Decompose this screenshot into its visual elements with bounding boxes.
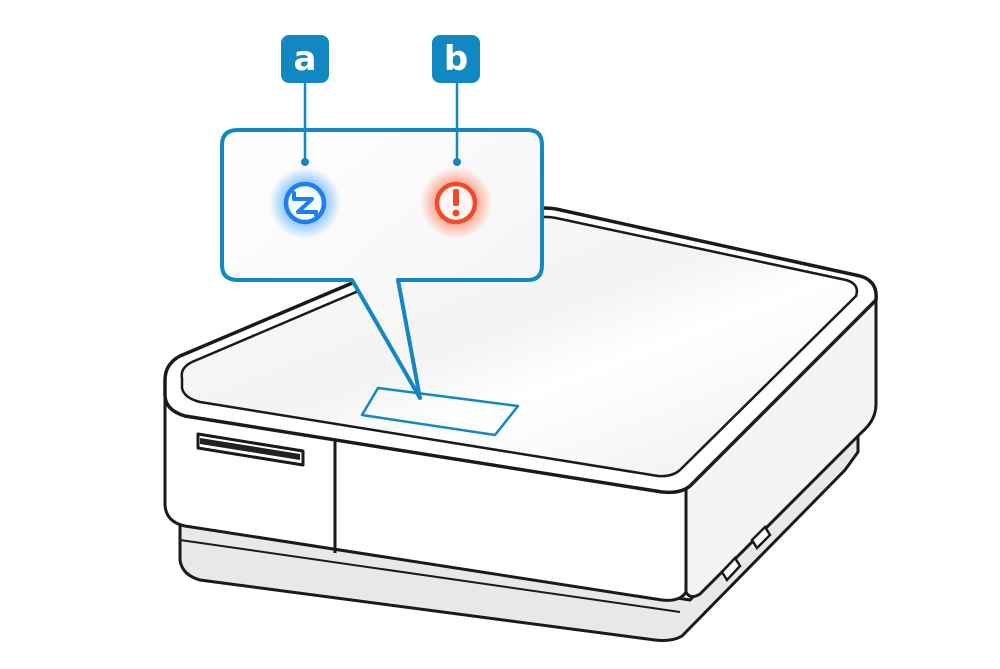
badge-b-label: b bbox=[444, 39, 468, 79]
badge-a bbox=[281, 35, 329, 83]
power-led-icon bbox=[283, 181, 327, 225]
badge-b bbox=[432, 35, 480, 83]
card-slot bbox=[196, 432, 305, 467]
led-window bbox=[360, 386, 520, 437]
device-top-lid bbox=[163, 206, 878, 495]
callout-a: a bbox=[269, 35, 341, 239]
badge-a-label: a bbox=[294, 39, 317, 79]
error-led-icon bbox=[434, 181, 478, 225]
side-ports bbox=[720, 525, 772, 583]
device-base bbox=[178, 428, 860, 642]
callout-b: b bbox=[420, 35, 492, 239]
